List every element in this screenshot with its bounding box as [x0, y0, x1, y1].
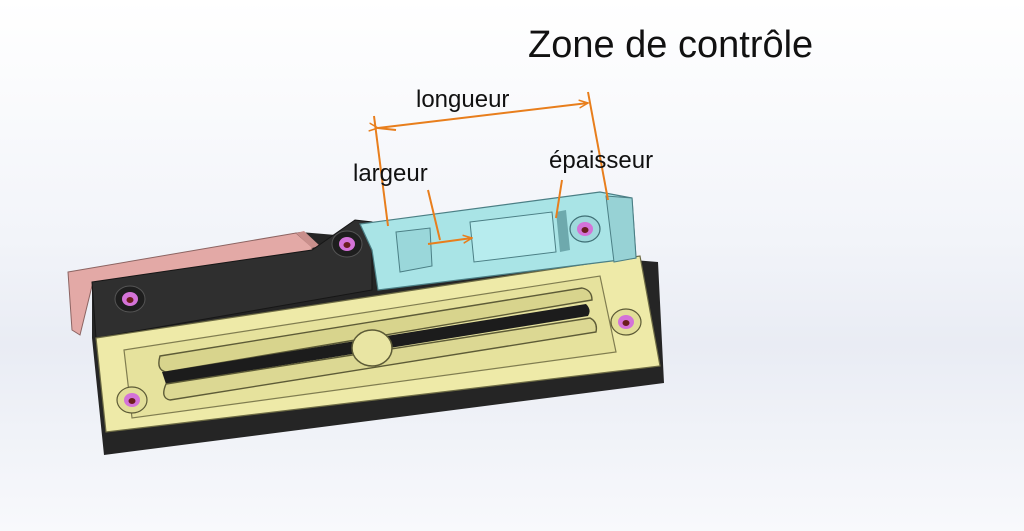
dimension-length	[374, 91, 609, 227]
screw-bottom-left	[116, 386, 148, 414]
screw-right	[610, 308, 642, 336]
control-block-slot	[556, 210, 570, 252]
label-length: longueur	[416, 86, 510, 113]
center-bore	[351, 329, 393, 367]
label-width: largeur	[353, 160, 428, 187]
label-thickness: épaisseur	[549, 147, 654, 174]
screw-top-left	[331, 230, 363, 258]
dimension-width	[427, 189, 472, 245]
pink-rail-edge	[296, 231, 320, 248]
diagram-title: Zone de contrôle	[528, 24, 814, 66]
control-block-right-wall	[605, 195, 637, 263]
screw-left	[114, 285, 146, 313]
screw-control-block	[569, 215, 601, 243]
control-block-pocket	[395, 227, 433, 273]
control-block-step	[469, 211, 557, 263]
dimension-thickness	[555, 179, 563, 219]
